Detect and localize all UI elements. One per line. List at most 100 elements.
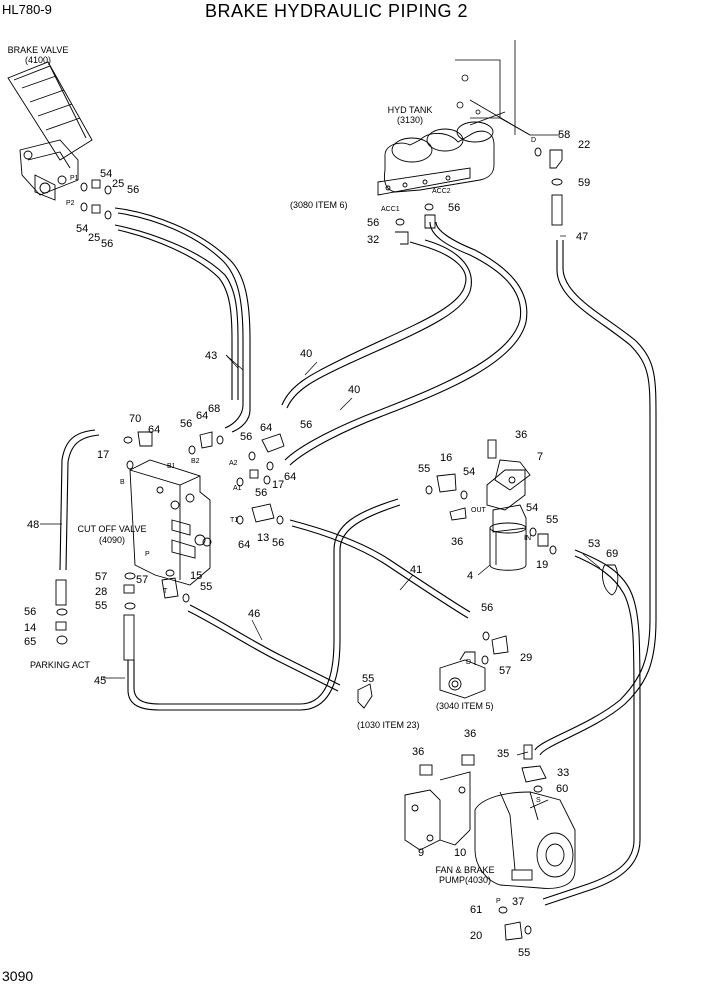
part-number: 56 [240, 431, 252, 443]
part-number: 64 [238, 539, 250, 551]
page-title: BRAKE HYDRAULIC PIPING 2 [205, 1, 469, 21]
port-label: S [536, 797, 541, 804]
part-number: 68 [208, 403, 220, 415]
part-number: 17 [272, 479, 284, 491]
part-number: 64 [148, 424, 160, 436]
port-label: OUT [471, 507, 487, 514]
part-number: 55 [95, 600, 107, 612]
pump-label: FAN & BRAKE [435, 865, 495, 875]
part-number: 58 [558, 129, 570, 141]
part-number: 7 [537, 451, 543, 463]
part-number: 15 [190, 570, 202, 582]
filter-drawing [486, 469, 527, 571]
part-number: 56 [448, 202, 460, 214]
part-number: 25 [88, 232, 100, 244]
part-number: 64 [284, 471, 296, 483]
part-number: 59 [578, 177, 590, 189]
pump-code: PUMP(4030) [438, 875, 492, 885]
part-number: 28 [95, 586, 107, 598]
port-label: B [120, 479, 125, 486]
cut-off-valve-drawing [129, 459, 212, 586]
part-number: 41 [410, 564, 422, 576]
part-number: 9 [418, 847, 424, 859]
part-number: 56 [180, 418, 192, 430]
part-number: 56 [300, 419, 312, 431]
part-number: 64 [260, 422, 272, 434]
brake-valve-label: BRAKE VALVE [7, 45, 69, 55]
part-number: 16 [440, 452, 452, 464]
hyd-tank-drawing [377, 111, 506, 196]
part-number: 43 [205, 350, 217, 362]
part-number: 45 [94, 675, 106, 687]
part-number: 36 [412, 746, 424, 758]
part-number: 69 [606, 548, 618, 560]
part-number: 56 [367, 217, 379, 229]
item-3080-label: (3080 ITEM 6) [290, 200, 348, 210]
part-number: 55 [418, 463, 430, 475]
port-label: D [531, 137, 536, 144]
part-number: 70 [129, 413, 141, 425]
hyd-tank-code: (3130) [396, 115, 423, 125]
part-number: 20 [470, 930, 482, 942]
part-number: 55 [200, 581, 212, 593]
part-number: 36 [464, 728, 476, 740]
part-number: 55 [362, 673, 374, 685]
part-number: 36 [451, 536, 463, 548]
part-number: 55 [546, 514, 558, 526]
port-label: B2 [191, 458, 200, 465]
brake-valve-drawing [7, 61, 93, 201]
part-number: 37 [512, 896, 524, 908]
part-number: 54 [463, 466, 475, 478]
part-number: 55 [518, 947, 530, 959]
part-number: 64 [196, 410, 208, 422]
part-number: 56 [127, 184, 139, 196]
part-number: 4 [467, 570, 473, 582]
part-number: 40 [300, 348, 312, 360]
part-number: 54 [76, 223, 88, 235]
hyd-tank-label: HYD TANK [387, 105, 433, 115]
model-code: HL780-9 [2, 2, 52, 17]
cut-off-valve-code: (4090) [98, 535, 125, 545]
port-label: P2 [66, 200, 75, 207]
part-number: 32 [367, 234, 379, 246]
item-3040-label: (3040 ITEM 5) [436, 701, 494, 711]
part-number: 35 [497, 748, 509, 760]
port-label: ACC1 [381, 206, 400, 213]
parking-act-label: PARKING ACT [30, 660, 90, 670]
fittings [55, 147, 619, 941]
part-number: 22 [578, 139, 590, 151]
part-number: 57 [499, 665, 511, 677]
part-number: 46 [248, 608, 260, 620]
part-number: 47 [576, 231, 588, 243]
hoses [59, 207, 657, 906]
part-number: 48 [27, 519, 39, 531]
part-number: 17 [97, 449, 109, 461]
part-number: 33 [557, 767, 569, 779]
part-number: 60 [556, 783, 568, 795]
part-number: 36 [515, 429, 527, 441]
port-label: A1 [233, 485, 242, 492]
port-label: P [145, 551, 150, 558]
pump-drawing [404, 771, 576, 889]
item-1030-label: (1030 ITEM 23) [357, 720, 420, 730]
part-number: 56 [24, 606, 36, 618]
port-label: D [466, 659, 471, 666]
part-number: 25 [112, 178, 124, 190]
part-number: 54 [100, 168, 112, 180]
part-number: 29 [520, 652, 532, 664]
port-labels: P1 P2 ACC1 ACC2 D B1 B2 A2 A1 B T1 T P O… [66, 137, 541, 905]
port-label: ACC2 [432, 188, 451, 195]
brake-valve-code: (4100) [24, 55, 51, 65]
part-number: 56 [101, 238, 113, 250]
part-number: 54 [526, 502, 538, 514]
machine-outline [455, 40, 560, 136]
cut-off-valve-label: CUT OFF VALVE [77, 524, 147, 534]
part-number: 61 [470, 904, 482, 916]
port-label: A2 [229, 460, 238, 467]
port-label: P [496, 898, 501, 905]
part-number: 57 [136, 574, 148, 586]
page-number: 3090 [2, 968, 34, 984]
leader-lines [40, 235, 601, 756]
port-label: T [163, 588, 168, 595]
